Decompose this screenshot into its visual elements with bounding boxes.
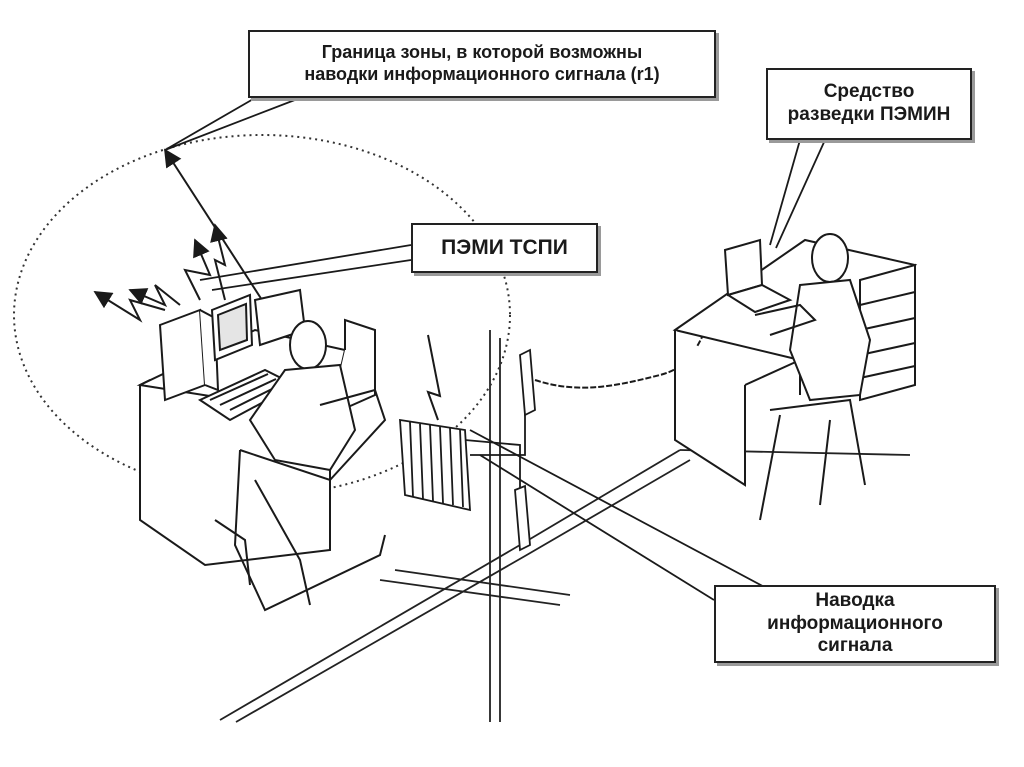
- pc-operator-icon: [136, 288, 387, 612]
- zone-boundary-label-line2: наводки информационного сигнала (r1): [304, 64, 660, 84]
- zone-boundary-label-line1: Граница зоны, в которой возможны: [321, 42, 643, 63]
- zone-boundary-label: Граница зоны, в которой возможны наводки…: [248, 30, 716, 98]
- intel-device-label-line1: Средство: [823, 81, 915, 103]
- pemi-label-text: ПЭМИ ТСПИ: [441, 236, 568, 260]
- radiator-icon: [399, 348, 536, 552]
- signal-pickup-label: Наводка информационного сигнала: [714, 585, 996, 663]
- pemi-label: ПЭМИ ТСПИ: [411, 223, 598, 273]
- signal-pickup-label-line2: информационного: [767, 612, 943, 634]
- zone-boundary-ellipse: [13, 134, 511, 496]
- intel-device-label: Средство разведки ПЭМИН: [766, 68, 972, 140]
- intel-device-label-line2: разведки ПЭМИН: [787, 104, 951, 125]
- signal-pickup-label-line3: сигнала: [817, 635, 893, 657]
- radiation-lightning-icon: [93, 223, 442, 421]
- laptop-operator-icon: [672, 233, 918, 521]
- signal-pickup-label-line1: Наводка: [815, 589, 895, 611]
